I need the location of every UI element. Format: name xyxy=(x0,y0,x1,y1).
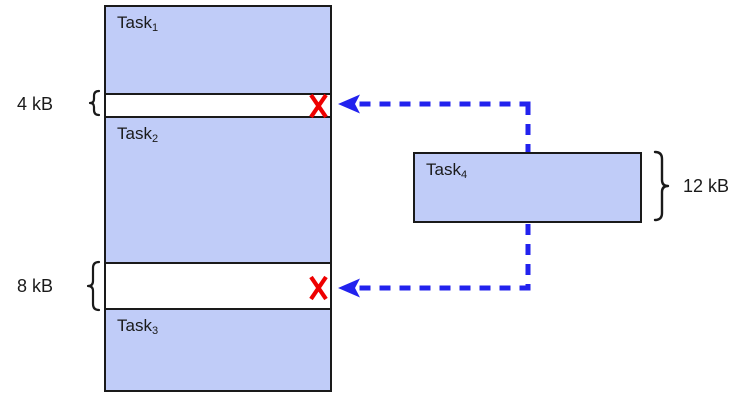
brace-8kb xyxy=(86,260,101,312)
size-label-12kb: 12 kB xyxy=(683,176,730,196)
memory-block-task2[interactable]: Task2 xyxy=(106,118,330,262)
memory-hole-4kb[interactable] xyxy=(106,93,330,118)
brace-4kb xyxy=(88,89,101,117)
memory-block-task2-label: Task2 xyxy=(117,124,159,145)
memory-block-task3-label: Task3 xyxy=(117,316,159,337)
brace-12kb xyxy=(653,150,670,222)
size-label-4kb: 4 kB xyxy=(17,94,54,114)
size-label-8kb: 8 kB xyxy=(17,276,54,296)
reject-cross-hole-4kb xyxy=(309,93,328,119)
memory-block-task1[interactable]: Task1 xyxy=(106,7,330,93)
incoming-task4-box[interactable]: Task4 xyxy=(413,152,642,223)
arrowhead-to-hole2 xyxy=(338,278,360,298)
memory-hole-8kb[interactable] xyxy=(106,262,330,310)
memory-block-task1-label: Task1 xyxy=(117,13,159,34)
reject-cross-hole-8kb xyxy=(309,275,328,301)
main-memory-frame: Task1 Task2 Task3 xyxy=(104,5,332,392)
arrowhead-to-hole1 xyxy=(338,94,360,114)
memory-block-task3[interactable]: Task3 xyxy=(106,310,330,390)
incoming-task4-label: Task4 xyxy=(426,160,468,181)
